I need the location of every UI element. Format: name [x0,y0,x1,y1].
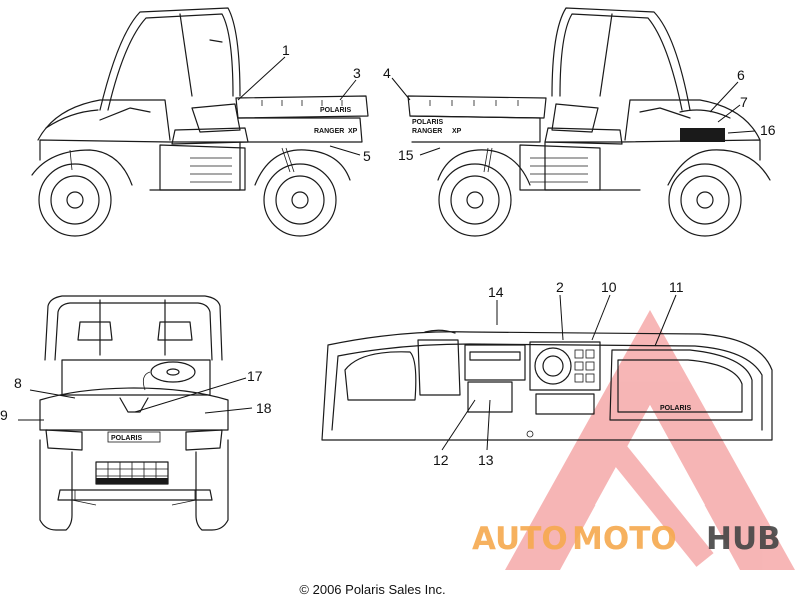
watermark-logo-mark [505,310,795,570]
dashboard-view: POLARIS [321,329,773,441]
vehicle-left-side-view: POLARIS RANGER XP [407,7,771,237]
front-badge: POLARIS [111,435,142,442]
callout-11: 11 [669,279,684,295]
callout-5: 5 [363,148,371,164]
vehicle-front-view: POLARIS [39,295,229,531]
copyright-notice: © 2006 Polaris Sales Inc. [299,582,446,597]
dash-brand: POLARIS [660,405,691,412]
callout-15: 15 [398,147,414,163]
bed-decal-brand-left: POLARIS [412,119,443,126]
callout-4: 4 [383,65,391,81]
watermark-part-hub: HUB [706,521,781,557]
watermark-part-auto: AUTO [472,521,568,557]
bed-decal-model-suffix-left: XP [452,128,462,135]
watermark-part-moto: MOTO [572,521,677,557]
callout-10: 10 [601,279,617,295]
callout-7: 7 [740,94,748,110]
callout-12: 12 [433,452,449,468]
bed-decal-brand: POLARIS [320,107,351,114]
vehicle-right-side-view: POLARIS RANGER XP [31,7,369,237]
watermark-wordmark: AUTO MOTO HUB [472,521,781,557]
callout-13: 13 [478,452,494,468]
callout-8: 8 [14,375,22,391]
bed-decal-model-suffix: XP [348,128,358,135]
callout-14: 14 [488,284,504,300]
callout-18: 18 [256,400,272,416]
callout-6: 6 [737,67,745,83]
callout-2: 2 [556,279,564,295]
bed-decal-model-left: RANGER [412,128,442,135]
callout-3: 3 [353,65,361,81]
callout-9: 9 [0,407,8,423]
callout-16: 16 [760,122,776,138]
callout-17: 17 [247,368,263,384]
bed-decal-model: RANGER [314,128,344,135]
callout-1: 1 [282,42,290,58]
